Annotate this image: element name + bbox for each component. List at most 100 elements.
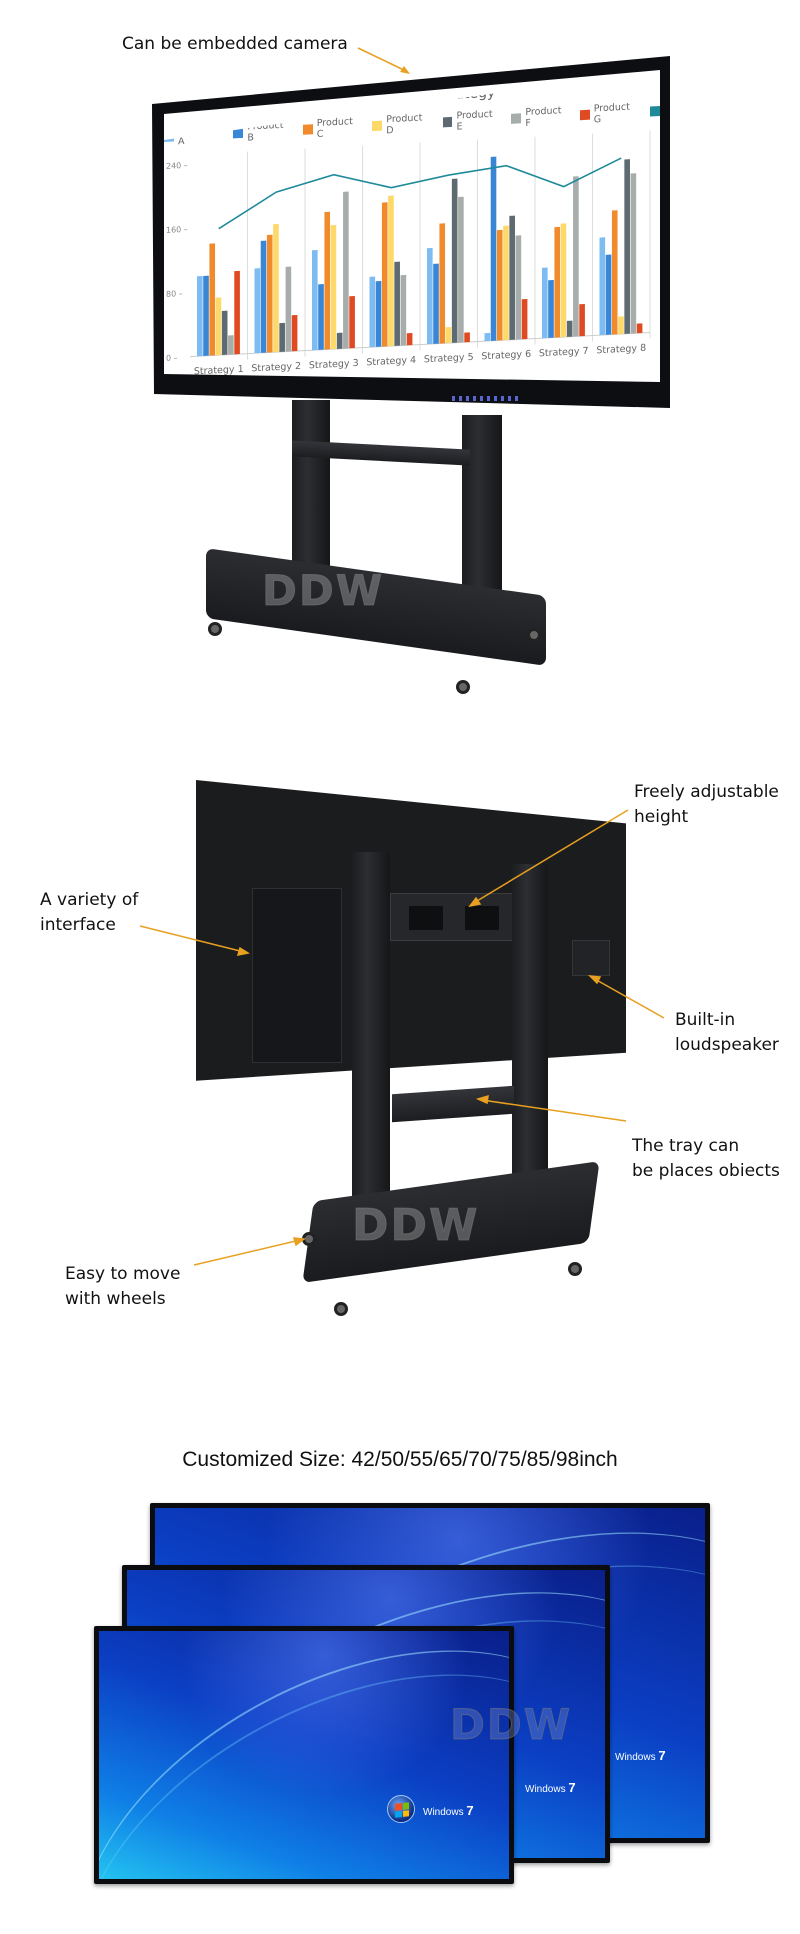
chart-bar (376, 281, 382, 347)
chart-bar (216, 297, 222, 355)
chart-bar (292, 315, 298, 351)
callout-camera: Can be embedded camera (122, 32, 348, 57)
category-label: Strategy 3 (309, 358, 359, 372)
watermark: DDW (449, 1700, 573, 1750)
chart-bar (561, 223, 567, 337)
chart-bar (464, 332, 470, 342)
chart-bar (503, 226, 509, 341)
chart-bar (318, 284, 324, 350)
monitor-front: Compare sales strategy Product AProduct … (152, 56, 670, 408)
speaker-box (572, 940, 610, 976)
windows-label: Windows 7 (525, 1780, 576, 1795)
chart-bar (567, 321, 573, 337)
chart-bar (267, 235, 273, 353)
callout-height: Freely adjustable height (634, 780, 779, 830)
chart-bar (624, 159, 630, 334)
chart-bar (388, 196, 394, 347)
chart-bar (554, 227, 560, 338)
callout-tray: The tray can be places obiects (632, 1134, 780, 1184)
chart-bar (394, 262, 400, 346)
category-label: Strategy 4 (366, 355, 416, 369)
callout-speaker: Built-in loudspeaker (675, 1008, 779, 1058)
chart-bar (452, 179, 458, 343)
chart-bar (370, 277, 376, 348)
callout-speaker-line2: loudspeaker (675, 1035, 779, 1055)
chart-bar (516, 235, 522, 339)
chart-bar (286, 267, 292, 352)
chart-bar (337, 333, 343, 349)
stand-post-right (462, 415, 502, 605)
chart-bar (234, 271, 240, 354)
chart-bar (401, 275, 407, 346)
chart-bar (349, 296, 355, 348)
interface-panel (252, 888, 342, 1063)
svg-text:80 –: 80 – (166, 289, 183, 299)
wheel (527, 628, 541, 642)
chart-bar (600, 237, 606, 335)
chart-bar (631, 173, 637, 333)
category-label: Strategy 1 (194, 364, 244, 378)
callout-interface-line2: interface (40, 915, 116, 935)
chart-bar (209, 243, 215, 355)
chart-bar (273, 224, 279, 352)
category-label: Strategy 6 (481, 349, 531, 363)
callout-wheels-line2: with wheels (65, 1289, 166, 1309)
svg-text:240 –: 240 – (166, 161, 188, 171)
chart-bar (343, 192, 349, 349)
category-label: Strategy 5 (424, 352, 474, 366)
chart-bar (279, 323, 285, 352)
watermark: DDW (352, 1200, 480, 1252)
chart-bar (458, 197, 464, 343)
sizes-title: Customized Size: 42/50/55/65/70/75/85/98… (182, 1448, 618, 1471)
chart-bar (228, 335, 234, 354)
chart-bar (331, 225, 337, 349)
callout-height-line1: Freely adjustable (634, 782, 779, 802)
chart-bar (255, 268, 261, 353)
chart-bar (579, 304, 585, 336)
chart-bar (433, 264, 439, 344)
chart-bar (324, 212, 330, 350)
svg-text:0 –: 0 – (166, 353, 178, 363)
chart-bar (548, 280, 554, 338)
chart-bar (497, 230, 503, 341)
wheel (456, 680, 470, 694)
category-label: Strategy 2 (251, 361, 301, 375)
callout-wheels-line1: Easy to move (65, 1264, 181, 1284)
tv-small: Windows 7 (94, 1626, 514, 1884)
chart-bar (542, 267, 548, 338)
chart-bar (573, 176, 579, 336)
control-buttons (452, 396, 522, 401)
callout-wheels: Easy to move with wheels (65, 1262, 180, 1312)
chart-bar (407, 333, 413, 345)
wheel (334, 1302, 348, 1316)
chart-bar (197, 276, 203, 356)
chart-plot: 0 – 80 – 160 – 240 – Strategy 1 Strategy 2 Str… (164, 70, 660, 396)
callout-speaker-line1: Built-in (675, 1010, 736, 1030)
chart-bar (618, 316, 624, 334)
chart-bar (312, 250, 318, 350)
windows-label: Windows 7 (615, 1748, 666, 1763)
mount-bracket (390, 893, 520, 941)
rear-post-left (352, 852, 390, 1232)
wheel (568, 1262, 582, 1276)
callout-camera-text: Can be embedded camera (122, 34, 348, 54)
tv-large: Windows 7 (150, 1503, 710, 1843)
chart-bar (439, 223, 445, 343)
callout-tray-line2: be places obiects (632, 1161, 780, 1181)
chart-bar (606, 255, 612, 335)
chart-bar (491, 157, 497, 341)
section-front-view: Can be embedded camera DDW Compare sales… (0, 0, 800, 720)
chart-bar (509, 216, 515, 340)
chart-bar (203, 276, 209, 356)
callout-interface: A variety of interface (40, 888, 138, 938)
callout-tray-line1: The tray can (632, 1136, 740, 1156)
svg-text:160 –: 160 – (166, 225, 188, 235)
chart-bar (485, 333, 491, 341)
callout-height-line2: height (634, 807, 689, 827)
chart-bar (637, 323, 643, 333)
chart-bar (446, 327, 452, 343)
wheel (208, 622, 222, 636)
arrow-icon (357, 47, 410, 74)
chart-bar (382, 202, 388, 346)
